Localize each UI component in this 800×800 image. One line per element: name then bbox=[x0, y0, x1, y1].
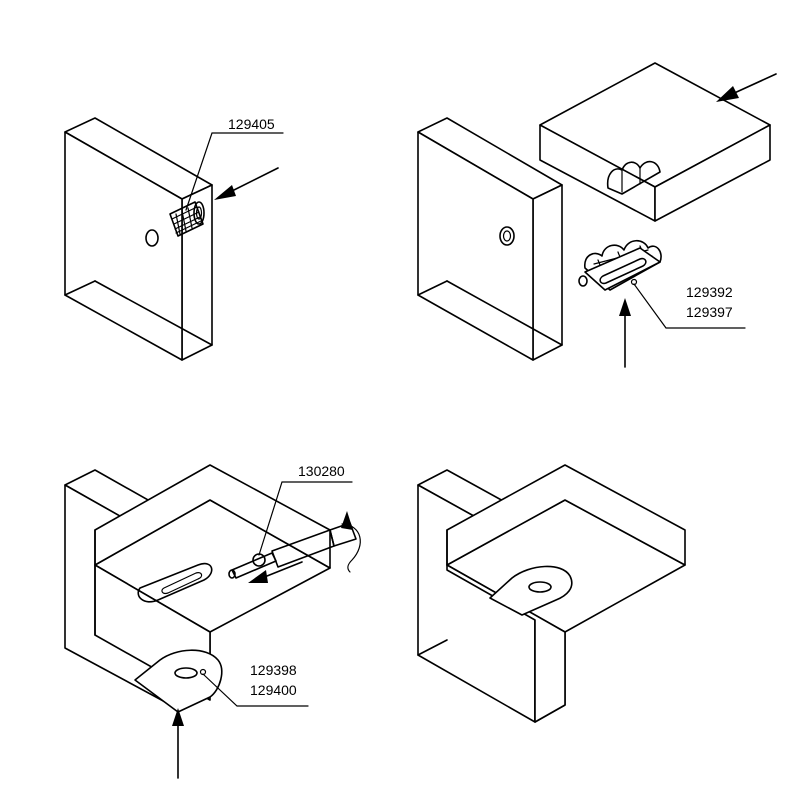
step3-part-number-b: 129400 bbox=[250, 682, 297, 698]
step2-bracket-slot bbox=[599, 257, 647, 285]
step3-assembly: 130280 129398 129400 bbox=[64, 463, 361, 779]
step2-part-number-b: 129397 bbox=[686, 304, 733, 320]
step3-tool-number: 130280 bbox=[298, 463, 345, 479]
step1-drill-hole bbox=[145, 229, 159, 247]
step2-assembly: 129392 129397 bbox=[417, 62, 777, 368]
step3-cam-plate bbox=[134, 649, 223, 713]
step1-leader-line bbox=[185, 132, 284, 211]
step1-threaded-insert bbox=[169, 201, 205, 237]
step1-insert-arrow bbox=[227, 167, 279, 194]
step2-part-number-a: 129392 bbox=[686, 284, 733, 300]
step3-plate-leader-line bbox=[202, 673, 309, 707]
step2-bracket bbox=[578, 239, 662, 291]
step4-cam-plate-hole bbox=[528, 581, 552, 593]
step4-shelf-front bbox=[446, 564, 566, 723]
step1-panel: 129405 bbox=[64, 116, 284, 361]
step3-tool-leader-line bbox=[258, 481, 353, 556]
step1-part-number: 129405 bbox=[228, 116, 275, 132]
step3-turn-arrow bbox=[261, 561, 303, 579]
step2-shelf-arrow bbox=[729, 73, 777, 96]
step2-leader-line bbox=[633, 283, 746, 329]
step2-shelf-groove bbox=[606, 160, 661, 195]
step3-screwdriver-bit bbox=[228, 511, 361, 579]
step3-shelf-slot bbox=[137, 562, 213, 603]
step1-panel-front bbox=[64, 131, 183, 361]
step2-insert-hole bbox=[499, 226, 515, 246]
step2-panel-side bbox=[532, 184, 563, 361]
step2-shelf-side bbox=[654, 124, 771, 222]
step4-assembled bbox=[417, 464, 686, 723]
step2-panel-front bbox=[417, 131, 534, 361]
step3-part-number-a: 129398 bbox=[250, 662, 297, 678]
